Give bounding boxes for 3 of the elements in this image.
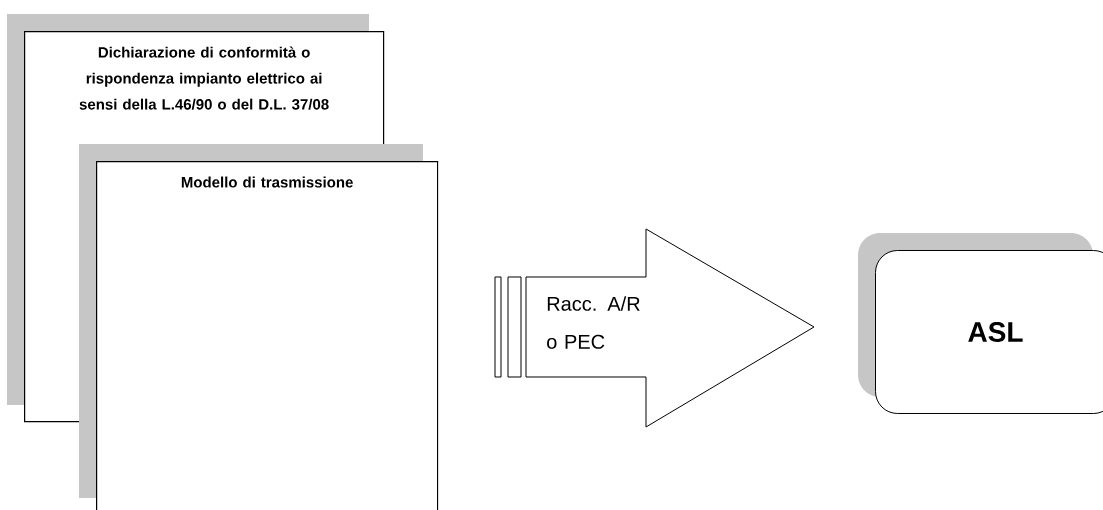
document-box: Modello di trasmissione (79, 144, 439, 510)
node-label: ASL (968, 322, 1023, 342)
rounded-box: ASL (858, 233, 1103, 414)
